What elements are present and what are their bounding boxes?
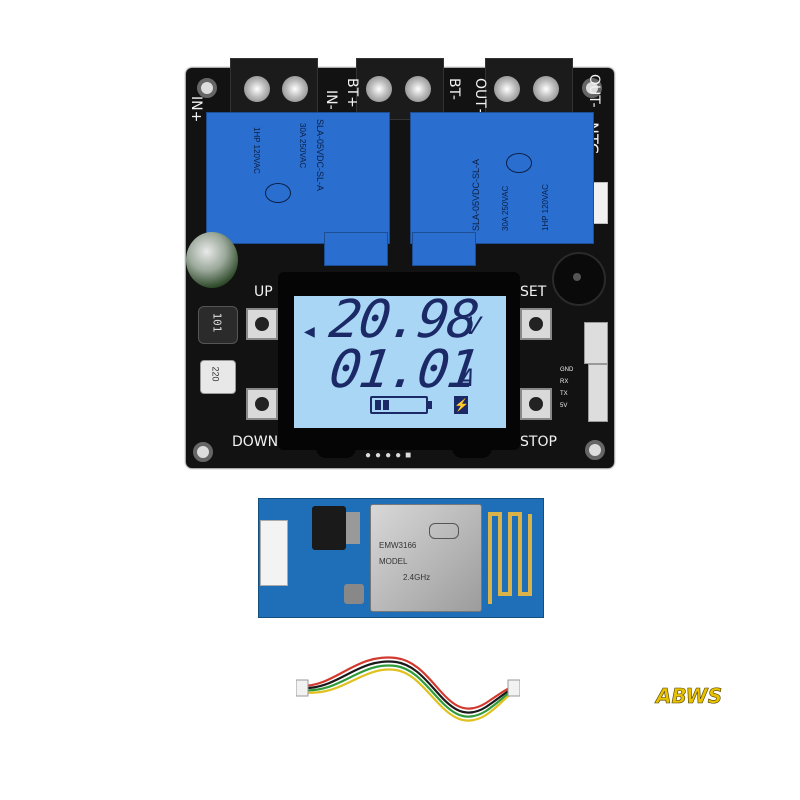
buzzer-hole	[573, 273, 581, 281]
wifi-shield-can: EMW3166 MODEL 2.4GHz	[370, 504, 482, 612]
electrolytic-capacitor	[186, 232, 238, 288]
relay-right-model: SLA-05VDC-SL-A	[471, 158, 481, 231]
relay-right-rating1: 30A 250VAC	[501, 185, 510, 231]
shield-line2: MODEL	[379, 557, 408, 566]
relay-right-base	[412, 232, 476, 266]
battery-icon	[370, 396, 432, 414]
module-connector	[260, 520, 288, 586]
up-button[interactable]	[246, 308, 278, 340]
pin-gnd: GND	[560, 367, 574, 373]
terminal-screw	[244, 76, 270, 102]
cqc-mark-icon	[265, 183, 291, 203]
watermark-logo: ABWS	[656, 684, 723, 709]
relay-left-rating1: 30A 250VAC	[298, 123, 307, 169]
uart-header	[588, 364, 608, 422]
label-bt-minus: BT-	[446, 78, 462, 100]
capacitor-label: 220	[210, 366, 221, 382]
pcb-antenna	[488, 512, 532, 604]
wifi-logo-icon	[429, 523, 459, 539]
mounting-hole	[582, 78, 602, 98]
set-button[interactable]	[520, 308, 552, 340]
module-button[interactable]	[344, 584, 364, 604]
relay-right: SLA-05VDC-SL-A 30A 250VAC 1HP 120VAC	[410, 112, 594, 244]
voltage-regulator	[312, 506, 346, 550]
inductor: 101	[198, 306, 238, 344]
down-button[interactable]	[246, 388, 278, 420]
terminal-screw	[282, 76, 308, 102]
label-in-plus: IN+	[188, 96, 204, 123]
relay-left: SLA-05VDC-SL-A 30A 250VAC 1HP 120VAC	[206, 112, 390, 244]
pin-rx: RX	[560, 379, 569, 385]
mounting-hole	[193, 442, 213, 462]
relay-right-rating2: 1HP 120VAC	[541, 184, 550, 231]
header-pin-labels: GND RX TX 5V	[560, 364, 586, 412]
lcd-voltage-unit: V	[464, 312, 483, 340]
label-set: SET	[520, 284, 547, 300]
terminal-screw	[405, 76, 431, 102]
label-up: UP	[254, 284, 273, 300]
relay-left-base	[324, 232, 388, 266]
charging-icon: ⚡	[454, 396, 469, 414]
stop-button[interactable]	[520, 388, 552, 420]
inductor-label: 101	[210, 312, 224, 333]
header-pin-block	[584, 322, 608, 364]
label-stop: STOP	[520, 434, 557, 450]
label-in-minus: IN-	[323, 90, 339, 110]
mounting-hole	[197, 78, 217, 98]
lcd-tab-right	[452, 440, 492, 458]
lcd-tab-left	[316, 440, 356, 458]
shield-line3: 2.4GHz	[403, 573, 431, 582]
regulator-tab	[346, 512, 360, 544]
connector-cable	[296, 656, 520, 722]
cqc-mark-icon	[506, 153, 532, 173]
label-out-minus: OUT-	[586, 74, 602, 108]
terminal-screw	[533, 76, 559, 102]
pin-5v: 5V	[560, 403, 568, 409]
mounting-hole	[585, 440, 605, 460]
speaker-icon: ◀	[304, 323, 315, 339]
programming-pads: ●●●●■	[365, 450, 416, 461]
pin-tx: TX	[560, 391, 568, 397]
lcd-screen: ◀ 20.98 V 01.01 A ⚡	[294, 290, 506, 428]
terminal-screw	[366, 76, 392, 102]
terminal-screw	[494, 76, 520, 102]
small-capacitor: 220	[200, 360, 236, 394]
label-down: DOWN	[232, 434, 279, 450]
relay-left-rating2: 1HP 120VAC	[252, 127, 261, 174]
shield-line1: EMW3166	[379, 541, 417, 550]
relay-left-model: SLA-05VDC-SL-A	[315, 119, 325, 192]
label-bt-plus: BT+	[344, 78, 360, 108]
